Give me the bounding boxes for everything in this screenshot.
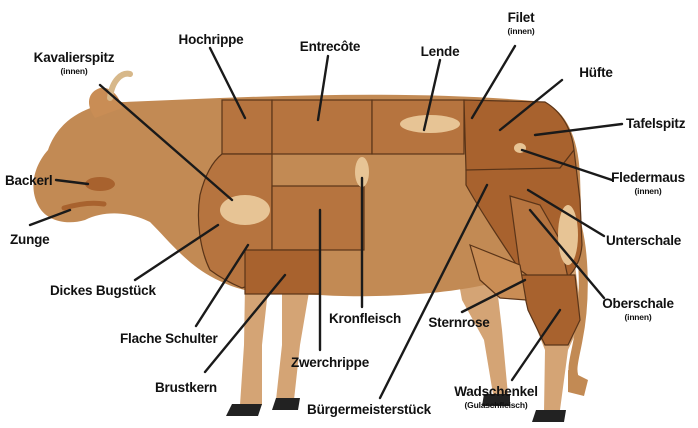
front-leg-right — [276, 282, 310, 405]
cut-entrecote — [272, 100, 372, 154]
label-huefte: Hüfte — [579, 66, 613, 80]
label-oberschale: Oberschale (innen) — [602, 297, 674, 321]
label-wadschenkel-text: Wadschenkel — [454, 384, 538, 399]
cut-kavalierspitz-inner — [220, 195, 270, 225]
tail-tuft — [568, 370, 588, 396]
hoof — [226, 404, 262, 416]
hoof — [532, 410, 566, 422]
label-flache-schulter: Flache Schulter — [120, 332, 218, 346]
cut-filet-inner — [400, 115, 460, 133]
label-filet-sub: (innen) — [508, 27, 535, 36]
cut-zwerchrippe — [272, 186, 364, 250]
label-sternrose-text: Sternrose — [428, 315, 489, 330]
label-filet: Filet (innen) — [508, 11, 535, 35]
label-flache-schulter-text: Flache Schulter — [120, 331, 218, 346]
cut-hochrippe — [222, 100, 272, 154]
label-fledermaus-text: Fledermaus — [611, 170, 685, 185]
label-backerl-text: Backerl — [5, 173, 52, 188]
label-dickes-bugstueck: Dickes Bugstück — [50, 284, 156, 298]
label-brustkern-text: Brustkern — [155, 380, 217, 395]
label-kronfleisch: Kronfleisch — [329, 312, 401, 326]
label-buergermeisterstueck-text: Bürgermeisterstück — [307, 402, 431, 417]
label-wadschenkel-sub: (Gulaschfleisch) — [454, 401, 538, 410]
cut-brustkern — [245, 250, 320, 294]
label-kavalierspitz-sub: (innen) — [34, 67, 115, 76]
label-hochrippe-text: Hochrippe — [179, 32, 244, 47]
label-kavalierspitz-text: Kavalierspitz — [34, 50, 115, 65]
label-backerl: Backerl — [5, 174, 52, 188]
cheek-backerl — [85, 177, 115, 191]
label-zunge: Zunge — [10, 233, 50, 247]
label-unterschale-text: Unterschale — [606, 233, 681, 248]
label-hochrippe: Hochrippe — [179, 33, 244, 47]
label-oberschale-text: Oberschale — [602, 296, 674, 311]
label-brustkern: Brustkern — [155, 381, 217, 395]
label-filet-text: Filet — [508, 10, 535, 25]
label-lende-text: Lende — [421, 44, 460, 59]
label-wadschenkel: Wadschenkel (Gulaschfleisch) — [454, 385, 538, 409]
label-lende: Lende — [421, 45, 460, 59]
label-dickes-bugstueck-text: Dickes Bugstück — [50, 283, 156, 298]
label-oberschale-sub: (innen) — [602, 313, 674, 322]
cut-wadschenkel — [520, 275, 580, 345]
cut-huefte — [464, 100, 574, 175]
label-zwerchrippe-text: Zwerchrippe — [291, 355, 369, 370]
label-buergermeisterstueck: Bürgermeisterstück — [307, 403, 431, 417]
label-unterschale: Unterschale — [606, 234, 681, 248]
front-leg-left — [240, 285, 268, 410]
label-tafelspitz: Tafelspitz — [626, 117, 685, 131]
label-fledermaus-sub: (innen) — [611, 187, 685, 196]
cow-horn — [110, 74, 130, 98]
label-fledermaus: Fledermaus (innen) — [611, 171, 685, 195]
hoof — [272, 398, 300, 410]
label-zunge-text: Zunge — [10, 232, 50, 247]
label-entrecote: Entrecôte — [300, 40, 360, 54]
label-kronfleisch-text: Kronfleisch — [329, 311, 401, 326]
label-sternrose: Sternrose — [428, 316, 489, 330]
label-huefte-text: Hüfte — [579, 65, 613, 80]
label-tafelspitz-text: Tafelspitz — [626, 116, 685, 131]
label-zwerchrippe: Zwerchrippe — [291, 356, 369, 370]
label-kavalierspitz: Kavalierspitz (innen) — [34, 51, 115, 75]
label-entrecote-text: Entrecôte — [300, 39, 360, 54]
